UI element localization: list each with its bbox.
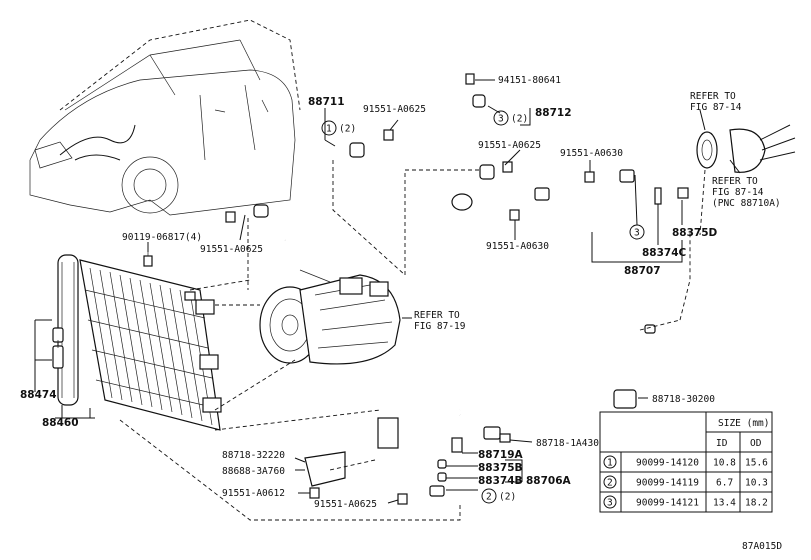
refer-note-3-line2: FIG 87-19: [414, 321, 466, 332]
car-illustration: [29, 19, 301, 216]
label-91551-a0625-mid: 91551-A0625: [478, 140, 541, 151]
size-row-2-no: 2: [607, 478, 613, 489]
marker-2-bottom-text: 2: [486, 492, 492, 503]
size-row-1-no: 1: [607, 458, 613, 469]
label-90119-06817: 90119-06817(4): [122, 232, 202, 243]
leader-lines: [239, 79, 741, 504]
refer-note-2-line3: (PNC 88710A): [712, 198, 781, 209]
condenser-leaders: [34, 242, 149, 419]
label-88719a: 88719A: [478, 449, 524, 461]
size-row-1-part: 90099-14120: [636, 458, 699, 469]
refer-note-1-line2: FIG 87-14: [690, 102, 742, 113]
label-91551-a0630-mid: 91551-A0630: [486, 241, 549, 252]
size-row-2-od: 10.3: [745, 478, 768, 489]
marker-1-qty: (2): [339, 124, 356, 135]
condenser-fins: [84, 267, 217, 426]
label-88718-30200: 88718-30200: [652, 394, 715, 405]
marker-1-text: 1: [326, 124, 332, 135]
label-88711: 88711: [308, 96, 345, 108]
label-88374b: 88374B: [478, 475, 523, 487]
size-table-title: SIZE (mm): [718, 418, 769, 429]
size-row-3-no: 3: [607, 498, 613, 509]
tube-88706A: [304, 324, 656, 505]
marker-2-bottom-qty: (2): [499, 492, 516, 503]
size-row-1-od: 15.6: [745, 458, 768, 469]
tube-88707: [534, 124, 796, 240]
hose-88711: [225, 129, 394, 242]
size-row-3-id: 13.4: [713, 498, 736, 509]
marker-2-bottom: [481, 488, 497, 504]
compressor: [259, 269, 401, 365]
hose-88712: [414, 73, 520, 221]
size-row-2-id: 6.7: [716, 478, 733, 489]
figure-code: 87A015D: [742, 541, 782, 552]
condenser-88460: [52, 252, 222, 431]
label-88706a: 88706A: [526, 475, 572, 487]
label-88688-3a760: 88688-3A760: [222, 466, 285, 477]
size-row-1-id: 10.8: [713, 458, 736, 469]
marker-3-right-text: 3: [634, 228, 640, 239]
label-88707: 88707: [624, 265, 661, 277]
refer-note-2-line1: REFER TO: [712, 176, 758, 187]
marker-1: [321, 120, 337, 136]
label-88460: 88460: [42, 417, 79, 429]
label-88718-1a430: 88718-1A430: [536, 438, 599, 449]
refer-note-2-line2: FIG 87-14: [712, 187, 764, 198]
label-88474: 88474: [20, 389, 57, 401]
label-88375b: 88375B: [478, 462, 523, 474]
label-91551-a0630-right: 91551-A0630: [560, 148, 623, 159]
label-88374c: 88374C: [642, 247, 687, 259]
label-91551-a0612: 91551-A0612: [222, 488, 285, 499]
marker-3-top-qty: (2): [511, 114, 528, 125]
index-markers: 1 (2) 3 (2) 3 2 (2): [321, 110, 645, 504]
size-row-3-od: 18.2: [745, 498, 768, 509]
refer-notes: REFER TO FIG 87-14 REFER TO FIG 87-14 (P…: [414, 91, 781, 332]
part-labels: 88711 91551-A0625 94151-80641 88712 9155…: [20, 75, 718, 510]
marker-3-right: [629, 224, 645, 240]
label-88712: 88712: [535, 107, 572, 119]
label-91551-a0625-top: 91551-A0625: [363, 104, 426, 115]
size-row-2-part: 90099-14119: [636, 478, 699, 489]
size-table-header-od: OD: [750, 438, 762, 449]
size-table: SIZE (mm) ID OD 1 90099-14120 10.8 15.6 …: [599, 411, 773, 513]
label-88718-32220: 88718-32220: [222, 450, 285, 461]
label-91551-a0625-left: 91551-A0625: [200, 244, 263, 255]
label-88375d: 88375D: [672, 227, 718, 239]
marker-3-top-text: 3: [498, 114, 504, 125]
label-91551-a0625-bottom: 91551-A0625: [314, 499, 377, 510]
marker-3-top: [493, 110, 509, 126]
size-row-3-part: 90099-14121: [636, 498, 699, 509]
dashed-assembly-lines: [119, 160, 706, 521]
refer-note-1-line1: REFER TO: [690, 91, 736, 102]
refer-note-3-line1: REFER TO: [414, 310, 460, 321]
label-94151-80641: 94151-80641: [498, 75, 561, 86]
size-table-header-id: ID: [716, 438, 728, 449]
